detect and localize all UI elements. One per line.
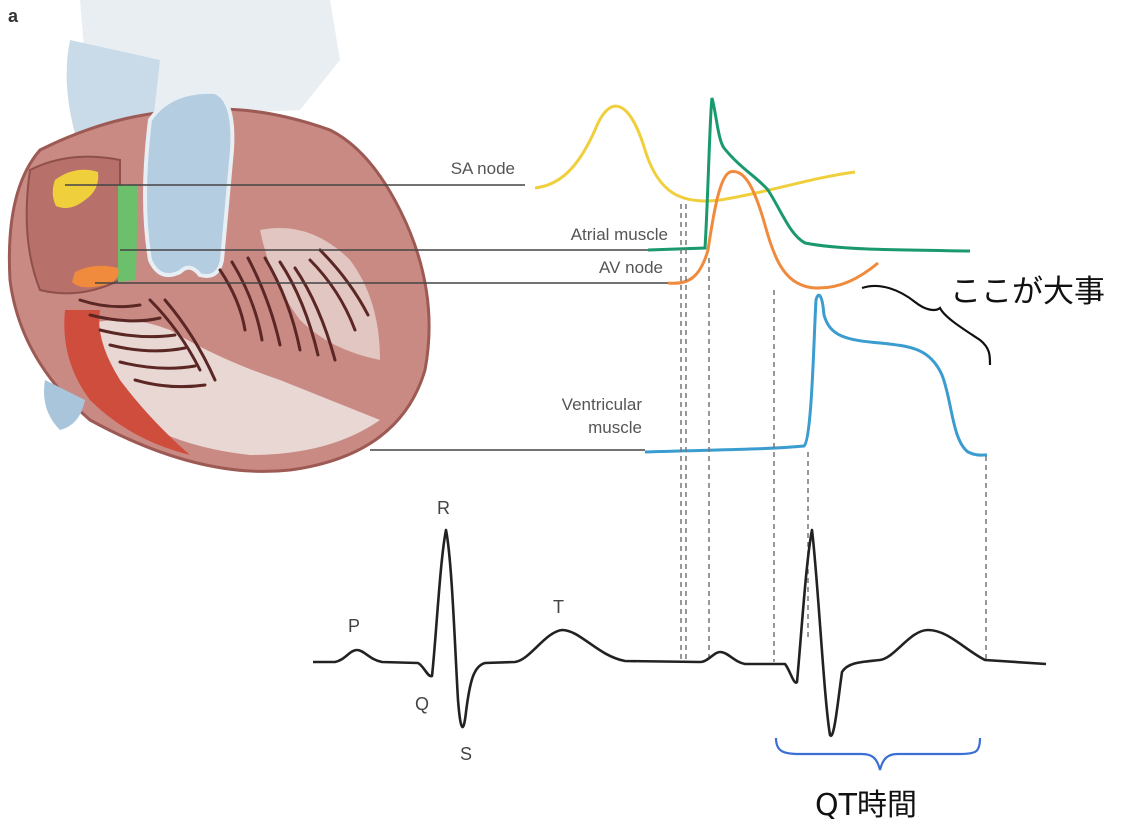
sa-node-label: SA node xyxy=(451,159,515,178)
ecg-t-label: T xyxy=(553,597,564,617)
atrial-muscle-label: Atrial muscle xyxy=(571,225,668,244)
ecg-s-label: S xyxy=(460,744,472,764)
ventricular-muscle-action-potential xyxy=(645,295,987,455)
qt-interval-label: QT時間 xyxy=(815,788,917,823)
panel-label: a xyxy=(8,6,19,26)
ecg-q-label: Q xyxy=(415,694,429,714)
ventricular-label-line2: muscle xyxy=(588,418,642,437)
ventricular-label-line1: Ventricular xyxy=(562,395,643,414)
important-annotation: ここが大事 xyxy=(950,274,1105,310)
av-node-label: AV node xyxy=(599,258,663,277)
qt-interval-brace xyxy=(776,738,980,770)
ecg-p-label: P xyxy=(348,616,360,636)
atrial-muscle-action-potential xyxy=(648,98,970,251)
heart-illustration xyxy=(9,0,429,471)
sa-node-action-potential xyxy=(535,106,855,201)
ecg-r-label: R xyxy=(437,498,450,518)
